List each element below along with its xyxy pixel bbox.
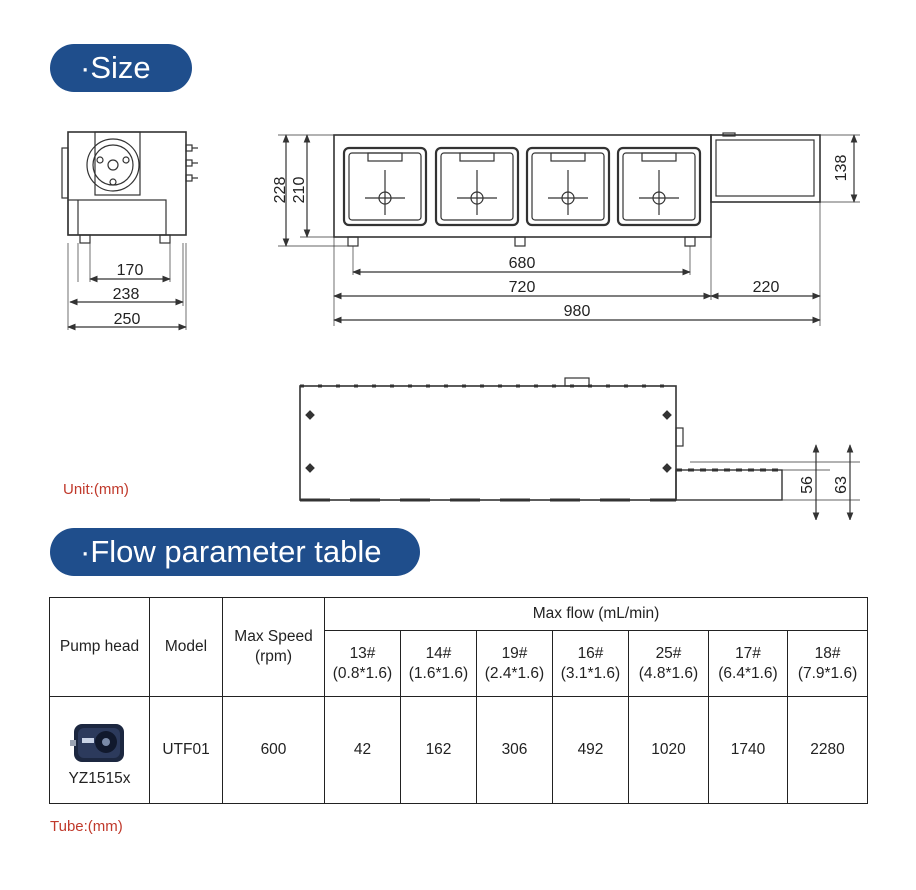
tube-name: 13# [349,644,376,662]
flow-value-cell: 162 [400,696,477,804]
tube-name: 17# [735,644,761,662]
pump-head-4 [616,146,702,227]
flow-value-cell: 1020 [628,696,709,804]
dim-210-label: 210 [291,177,308,204]
flow-value-cell: 306 [476,696,553,804]
flow-value-cell: 42 [324,696,401,804]
tube-name: 19# [501,644,528,662]
header-pump-head: Pump head [49,597,150,697]
tube-size: (2.4*1.6) [484,664,545,682]
model-cell: UTF01 [149,696,223,804]
tube-header-1: 14# (1.6*1.6) [400,630,477,697]
dim-138-label: 138 [833,155,850,182]
dim-228-label: 228 [272,177,289,204]
dim-63-label: 63 [833,476,850,494]
tube-note: Tube:(mm) [50,818,123,835]
tube-name: 14# [425,644,452,662]
side-view-drawing [61,131,198,331]
dim-238-label: 238 [113,286,140,303]
tube-size: (1.6*1.6) [408,664,469,682]
dimension-drawings: 170 238 250 680 720 220 980 228 210 138 … [61,131,860,520]
flow-value-cell: 1740 [708,696,788,804]
flow-section-title: ·Flow parameter table [50,528,420,576]
top-view-drawing [299,377,860,520]
flow-value-cell: 2280 [786,696,869,804]
tube-size: (3.1*1.6) [560,664,621,682]
dim-56-label: 56 [799,476,816,494]
tube-header-5: 17# (6.4*1.6) [708,630,788,697]
flow-value-cell: 492 [552,696,629,804]
tube-header-2: 19# (2.4*1.6) [476,630,553,697]
header-max-flow: Max flow (mL/min) [323,597,869,631]
tube-name: 25# [655,644,682,662]
pump-head-2 [434,146,520,227]
pump-head-3 [525,146,611,227]
tube-header-6: 18# (7.9*1.6) [786,630,869,697]
pump-head-name: YZ1515x [68,770,131,787]
max-speed-cell: 600 [222,696,325,804]
size-section-title: ·Size [50,44,192,92]
tube-name: 18# [814,644,841,662]
dim-980-label: 980 [564,303,591,320]
pump-head-cell: YZ1515x [49,696,150,804]
pump-head-1 [342,146,428,227]
pump-head-image [69,724,124,762]
tube-header-3: 16# (3.1*1.6) [552,630,629,697]
header-max-speed: Max Speed (rpm) [222,597,325,697]
tube-header-0: 13# (0.8*1.6) [324,630,401,697]
tube-size: (4.8*1.6) [638,664,699,682]
front-view-drawing [278,132,860,326]
tube-header-4: 25# (4.8*1.6) [628,630,709,697]
tube-size: (7.9*1.6) [797,664,858,682]
dim-250-label: 250 [114,311,141,328]
tube-name: 16# [577,644,604,662]
flow-parameter-table: Pump head Model Max Speed (rpm) Max flow… [49,597,869,804]
dim-220-label: 220 [753,279,780,296]
dim-680-label: 680 [509,255,536,272]
tube-size: (0.8*1.6) [332,664,393,682]
tube-size: (6.4*1.6) [718,664,778,682]
unit-note: Unit:(mm) [63,481,129,498]
header-model: Model [149,597,223,697]
dim-170-label: 170 [117,262,144,279]
dim-720-label: 720 [509,279,536,296]
